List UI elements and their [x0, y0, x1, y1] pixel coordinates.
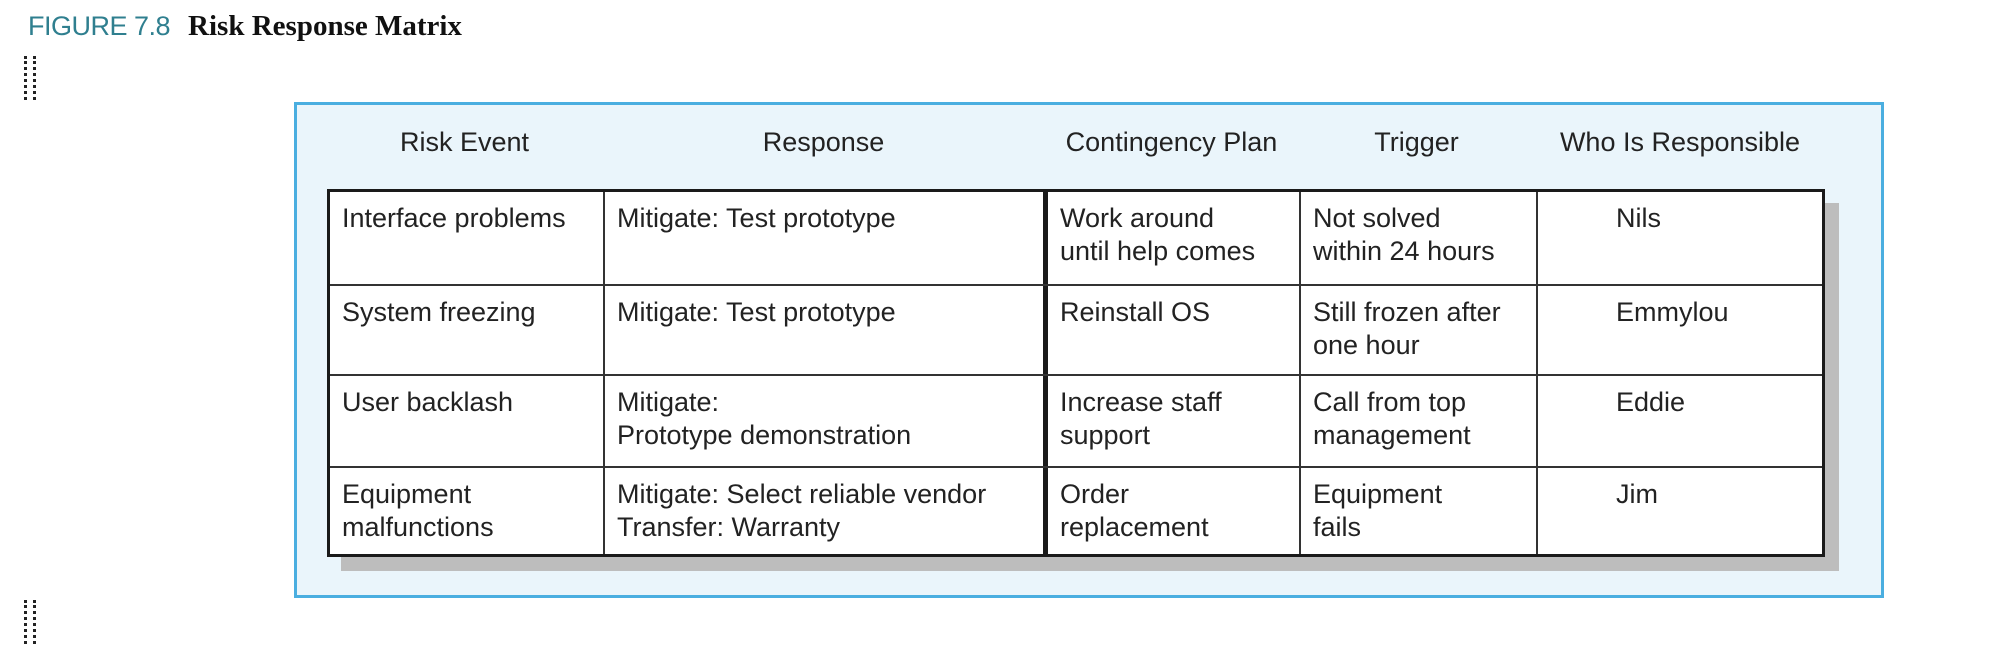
header-response: Response: [762, 127, 885, 157]
header-risk-event: Risk Event: [399, 127, 530, 157]
cell-contingency-plan: Increase staff support: [1048, 376, 1301, 466]
cell-response: Mitigate: Prototype demonstration: [605, 376, 1048, 466]
cell-risk-event: User backlash: [330, 376, 605, 466]
cell-responsible: Eddie: [1616, 387, 1686, 417]
cell-risk-event: Equipment malfunctions: [330, 468, 605, 554]
cell-response: Mitigate: Test prototype: [605, 286, 1048, 374]
cell-trigger: Equipment fails: [1301, 468, 1538, 554]
cell-contingency-plan: Reinstall OS: [1048, 286, 1301, 374]
cell-contingency-plan: Work around until help comes: [1048, 192, 1301, 284]
header-trigger: Trigger: [1374, 127, 1459, 157]
cell-contingency-plan: Order replacement: [1048, 468, 1301, 554]
cell-responsible: Emmylou: [1616, 297, 1729, 327]
risk-table: Interface problems Mitigate: Test protot…: [327, 189, 1825, 557]
drag-handle-icon[interactable]: [24, 56, 36, 100]
risk-matrix-panel: Risk Event Response Contingency Plan Tri…: [294, 102, 1884, 598]
figure-label: FIGURE 7.8: [28, 11, 171, 41]
cell-risk-event: System freezing: [330, 286, 605, 374]
cell-trigger: Call from top management: [1301, 376, 1538, 466]
figure-caption: FIGURE 7.8 Risk Response Matrix: [28, 10, 462, 50]
header-contingency-plan: Contingency Plan: [1065, 127, 1278, 157]
cell-risk-event: Interface problems: [330, 192, 605, 284]
drag-handle-icon[interactable]: [24, 600, 36, 644]
cell-responsible: Jim: [1616, 479, 1658, 509]
table-row: Equipment malfunctions Mitigate: Select …: [330, 468, 1822, 554]
cell-responsible: Nils: [1616, 203, 1661, 233]
cell-response: Mitigate: Select reliable vendor Transfe…: [605, 468, 1048, 554]
cell-trigger: Still frozen after one hour: [1301, 286, 1538, 374]
table-row: System freezing Mitigate: Test prototype…: [330, 286, 1822, 376]
header-who-is-responsible: Who Is Responsible: [1559, 127, 1801, 157]
cell-trigger: Not solved within 24 hours: [1301, 192, 1538, 284]
table-row: User backlash Mitigate: Prototype demons…: [330, 376, 1822, 468]
table-row: Interface problems Mitigate: Test protot…: [330, 192, 1822, 286]
cell-response: Mitigate: Test prototype: [605, 192, 1048, 284]
figure-title: Risk Response Matrix: [188, 10, 462, 42]
table-header-row: Risk Event Response Contingency Plan Tri…: [297, 105, 1881, 191]
